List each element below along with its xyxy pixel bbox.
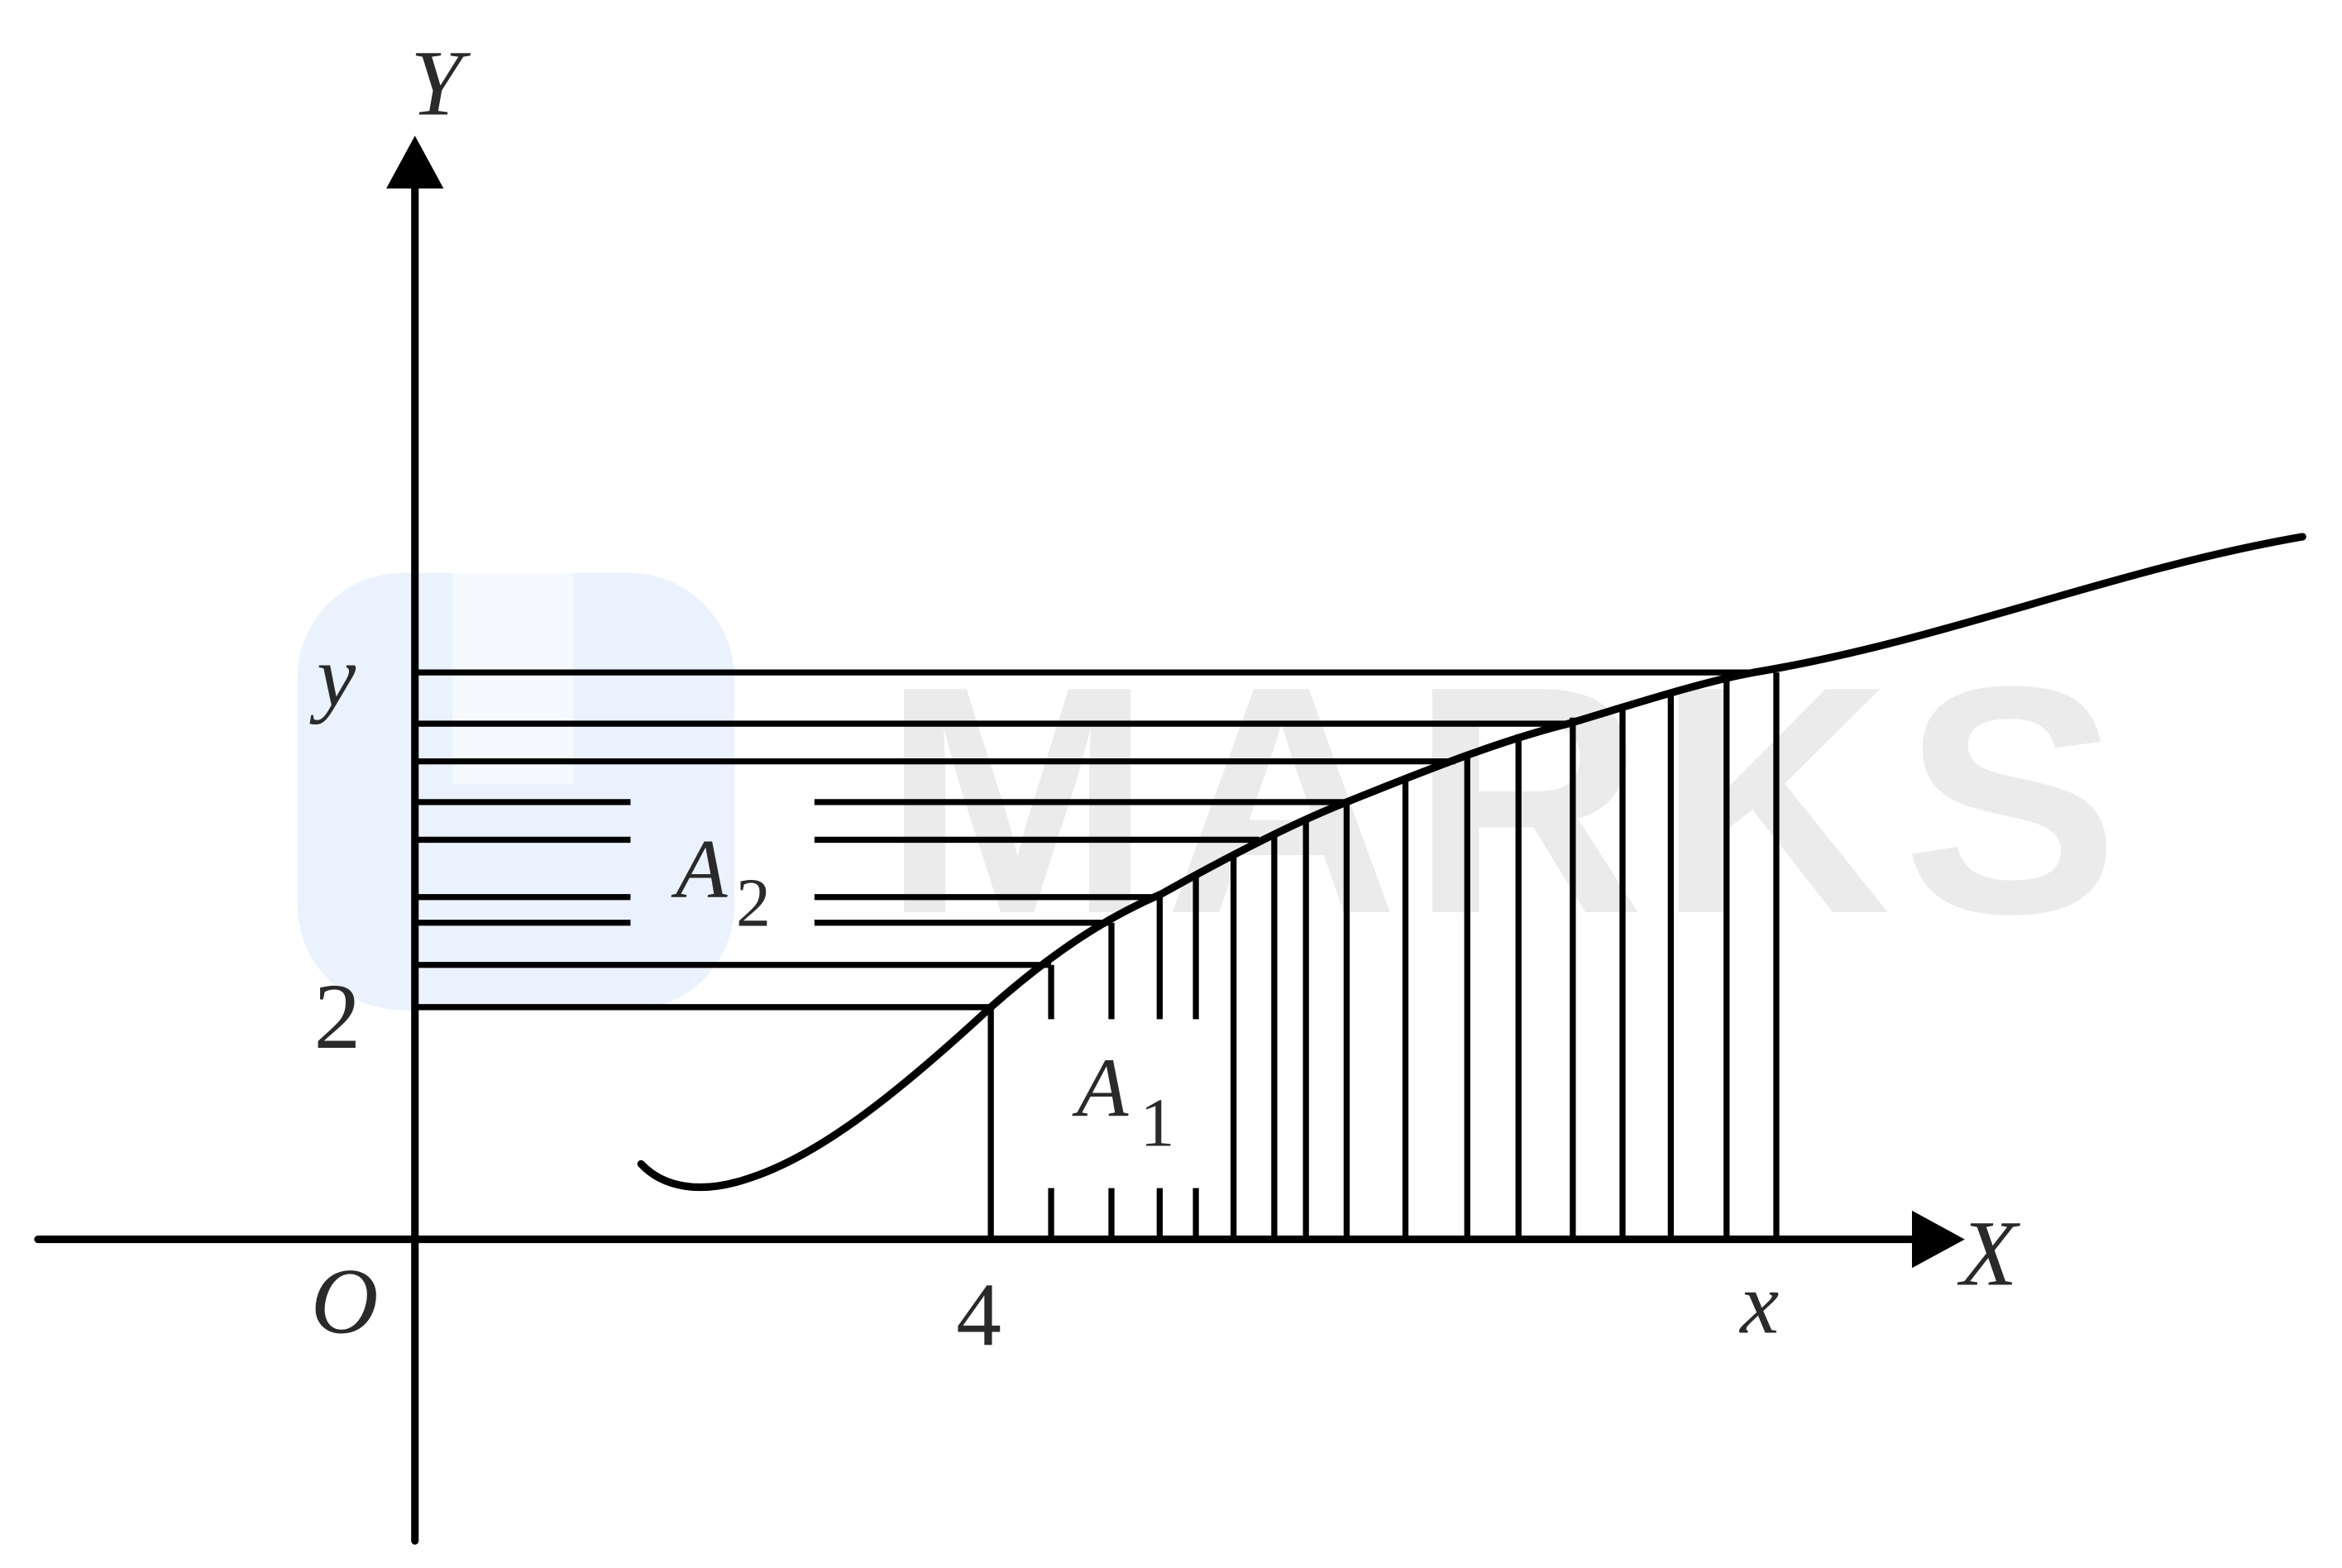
function-curve	[637, 533, 2306, 1192]
x-axis	[34, 1210, 1965, 1269]
x-variable-label: x	[1738, 1255, 1779, 1352]
svg-text:A: A	[1072, 1041, 1129, 1135]
svg-text:1: 1	[1140, 1085, 1175, 1162]
a2-horizontal-hatch	[418, 669, 1754, 1011]
x-axis-arrow-icon	[1912, 1210, 1965, 1269]
svg-text:2: 2	[736, 864, 771, 941]
region-a2-label: A 2	[671, 823, 771, 942]
region-a1-label: A 1	[1072, 1041, 1175, 1161]
x-tick-4-label: 4	[956, 1264, 1001, 1365]
watermark-logo	[297, 572, 735, 1011]
a1-vertical-hatch	[987, 672, 1780, 1240]
y-tick-2-label: 2	[314, 965, 361, 1068]
y-axis	[386, 136, 444, 1545]
svg-text:A: A	[671, 823, 728, 916]
y-axis-arrow-icon	[386, 136, 444, 189]
y-axis-label: Y	[410, 32, 471, 136]
x-axis-label: X	[1957, 1202, 2020, 1305]
origin-label: O	[311, 1250, 379, 1354]
y-variable-label: y	[309, 628, 356, 724]
